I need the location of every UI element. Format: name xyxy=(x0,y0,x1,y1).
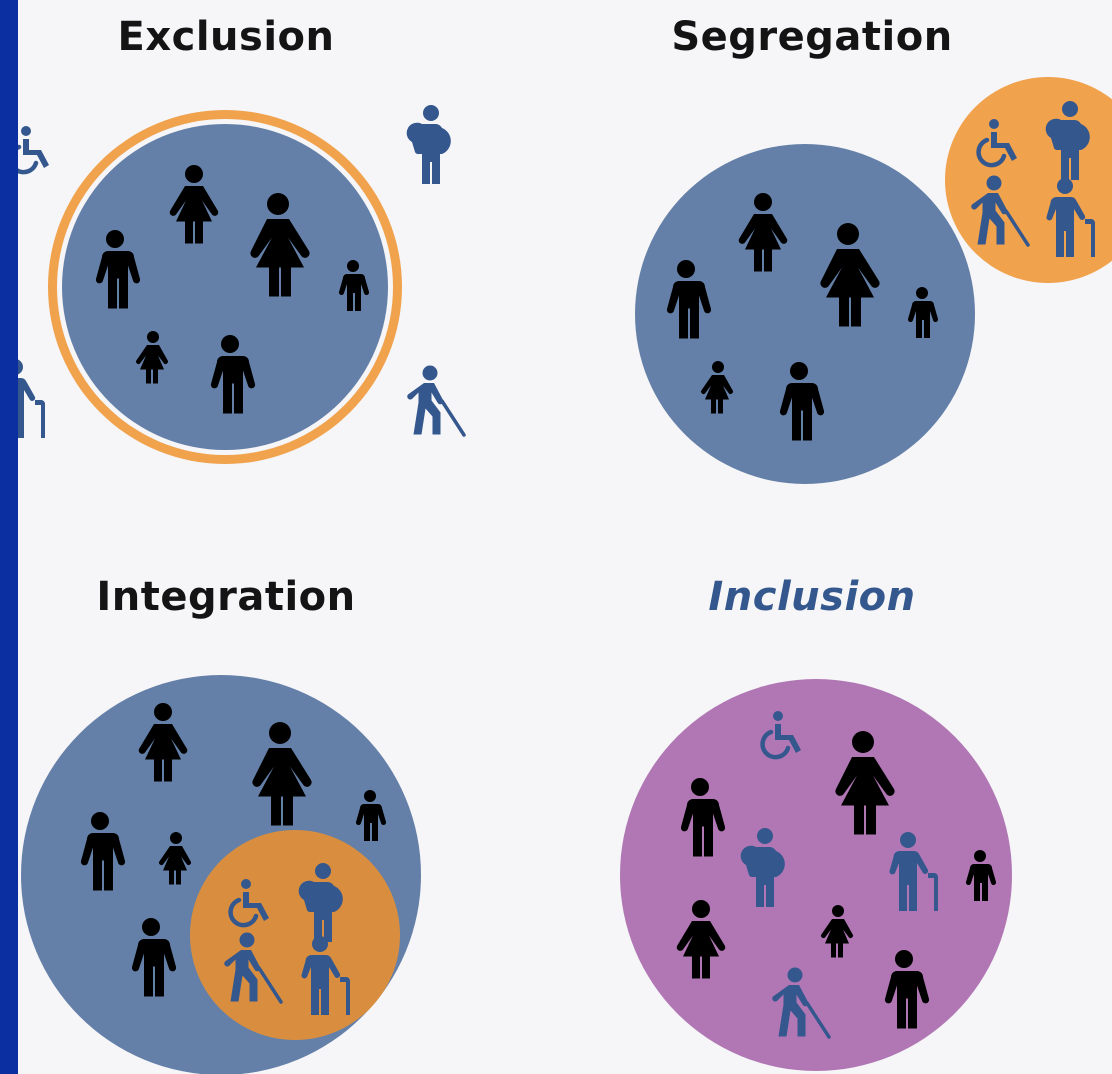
inclusion-models-diagram xyxy=(18,77,1112,1074)
blind-person-with-cane-icon xyxy=(405,363,466,437)
wheelchair-user-icon xyxy=(18,126,49,172)
exclusion-title: Exclusion xyxy=(117,14,335,60)
inclusion-title: Inclusion xyxy=(708,574,916,620)
diagram-stage: Exclusion Segregation Integration Inclus… xyxy=(18,0,1112,1074)
integration-inner-circle xyxy=(190,830,400,1040)
inclusion-main-circle xyxy=(620,679,1012,1071)
segregation-separate-circle xyxy=(945,77,1112,283)
pregnant-person-icon xyxy=(406,105,451,184)
integration-title: Integration xyxy=(96,574,356,620)
elderly-person-with-walking-stick-icon xyxy=(18,359,45,438)
segregation-panel xyxy=(635,77,1112,484)
inclusion-panel xyxy=(620,679,1012,1071)
integration-panel xyxy=(21,675,421,1074)
segregation-title: Segregation xyxy=(671,14,953,60)
exclusion-panel xyxy=(18,105,466,464)
